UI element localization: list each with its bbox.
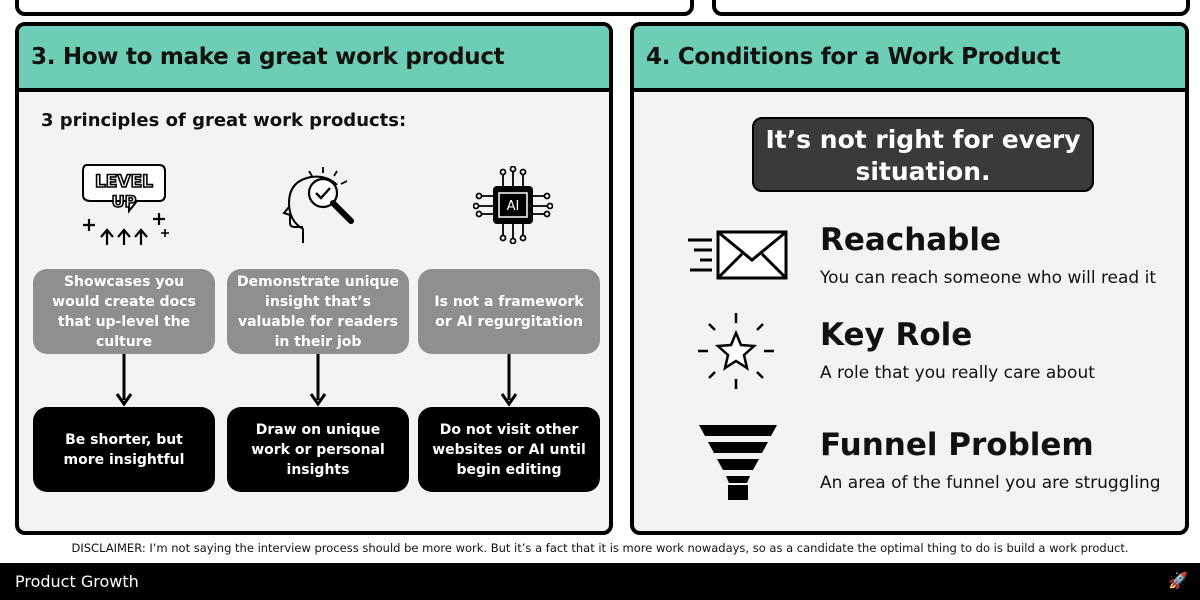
panel-how-to-make: 3. How to make a great work product 3 pr… (15, 22, 613, 535)
footer-bar: Product Growth 🚀 (0, 563, 1200, 600)
condition-3-title: Funnel Problem (820, 427, 1094, 463)
ai-chip-label: AI (507, 199, 520, 214)
condition-1-title: Reachable (820, 222, 1002, 258)
principle-3-bottom: Do not visit other websites or AI until … (418, 407, 600, 492)
condition-2-desc: A role that you really care about (820, 363, 1095, 383)
rocket-icon: 🚀 (1168, 571, 1188, 590)
down-arrow-1 (115, 354, 133, 407)
previous-card-right (712, 0, 1190, 16)
down-arrow-3 (500, 354, 518, 407)
condition-2-title: Key Role (820, 317, 973, 353)
condition-3-desc: An area of the funnel you are struggling (820, 473, 1161, 493)
level-up-line1: LEVEL (95, 172, 153, 192)
funnel-icon (697, 423, 779, 501)
principles-subtitle: 3 principles of great work products: (41, 110, 407, 131)
disclaimer-text: DISCLAIMER: I’m not saying the interview… (71, 541, 1129, 555)
situation-callout: It’s not right for every situation. (752, 117, 1094, 192)
ai-chip-icon: AI (472, 165, 554, 245)
principle-1-bottom: Be shorter, but more insightful (33, 407, 215, 492)
panel-3-title: 3. How to make a great work product (19, 26, 609, 92)
insight-head-icon (281, 163, 361, 245)
level-up-icon: LEVEL UP (79, 159, 169, 251)
principle-2-bottom: Draw on unique work or personal insights (227, 407, 409, 492)
previous-card-left (15, 0, 694, 16)
principle-2-top: Demonstrate unique insight that’s valuab… (227, 269, 409, 354)
condition-1-desc: You can reach someone who will read it (820, 268, 1157, 288)
panel-conditions: 4. Conditions for a Work Product It’s no… (630, 22, 1189, 535)
panel-4-title: 4. Conditions for a Work Product (634, 26, 1185, 92)
level-up-line2: UP (112, 192, 137, 211)
envelope-icon (686, 230, 790, 282)
principle-3-top: Is not a framework or AI regurgitation (418, 269, 600, 354)
down-arrow-2 (309, 354, 327, 407)
brand-name: Product Growth (15, 572, 139, 591)
principle-1-top: Showcases you would create docs that up-… (33, 269, 215, 354)
star-icon (694, 309, 778, 393)
